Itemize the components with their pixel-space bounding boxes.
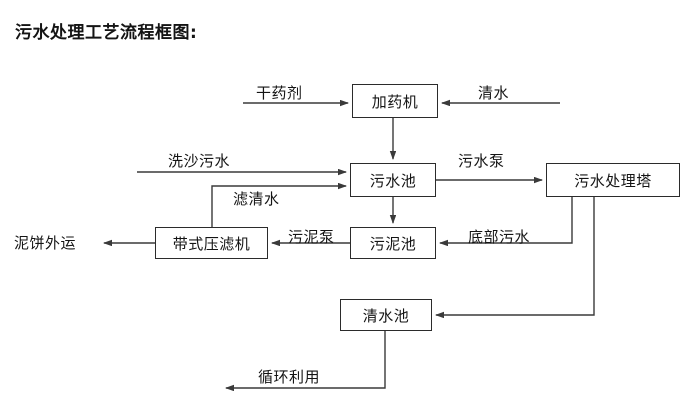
edge-label-sand-wash-sewage: 洗沙污水 <box>168 152 231 170</box>
node-label: 清水池 <box>362 306 410 325</box>
node-label: 加药机 <box>371 92 419 111</box>
terminal-label-mud-cake-transport: 泥饼外运 <box>14 234 77 252</box>
page-title: 污水处理工艺流程框图: <box>15 23 198 43</box>
edge-label-recycling-reuse: 循环利用 <box>258 368 321 386</box>
edge-label-sludge-pump: 污泥泵 <box>288 228 335 246</box>
wire-treatment-tower-to-clear-water-pool <box>435 197 595 319</box>
node-sewage-pool[interactable]: 污水池 <box>350 163 436 197</box>
node-label: 污水池 <box>369 171 417 190</box>
edge-label-dry-chemical: 干药剂 <box>256 84 303 102</box>
edge-label-filtered-water: 滤清水 <box>233 190 280 208</box>
node-dosing-machine[interactable]: 加药机 <box>352 84 438 118</box>
node-label: 污泥池 <box>369 234 417 253</box>
edge-label-sewage-pump: 污水泵 <box>458 152 505 170</box>
node-sludge-pool[interactable]: 污泥池 <box>350 227 436 259</box>
node-label: 污水处理塔 <box>574 171 652 190</box>
node-clear-water-pool[interactable]: 清水池 <box>340 299 432 331</box>
node-belt-filter-press[interactable]: 带式压滤机 <box>155 227 268 259</box>
edge-label-clean-water: 清水 <box>478 84 510 102</box>
edge-label-bottom-sewage: 底部污水 <box>468 228 531 246</box>
node-sewage-treatment-tower[interactable]: 污水处理塔 <box>546 163 680 197</box>
node-label: 带式压滤机 <box>172 234 251 253</box>
